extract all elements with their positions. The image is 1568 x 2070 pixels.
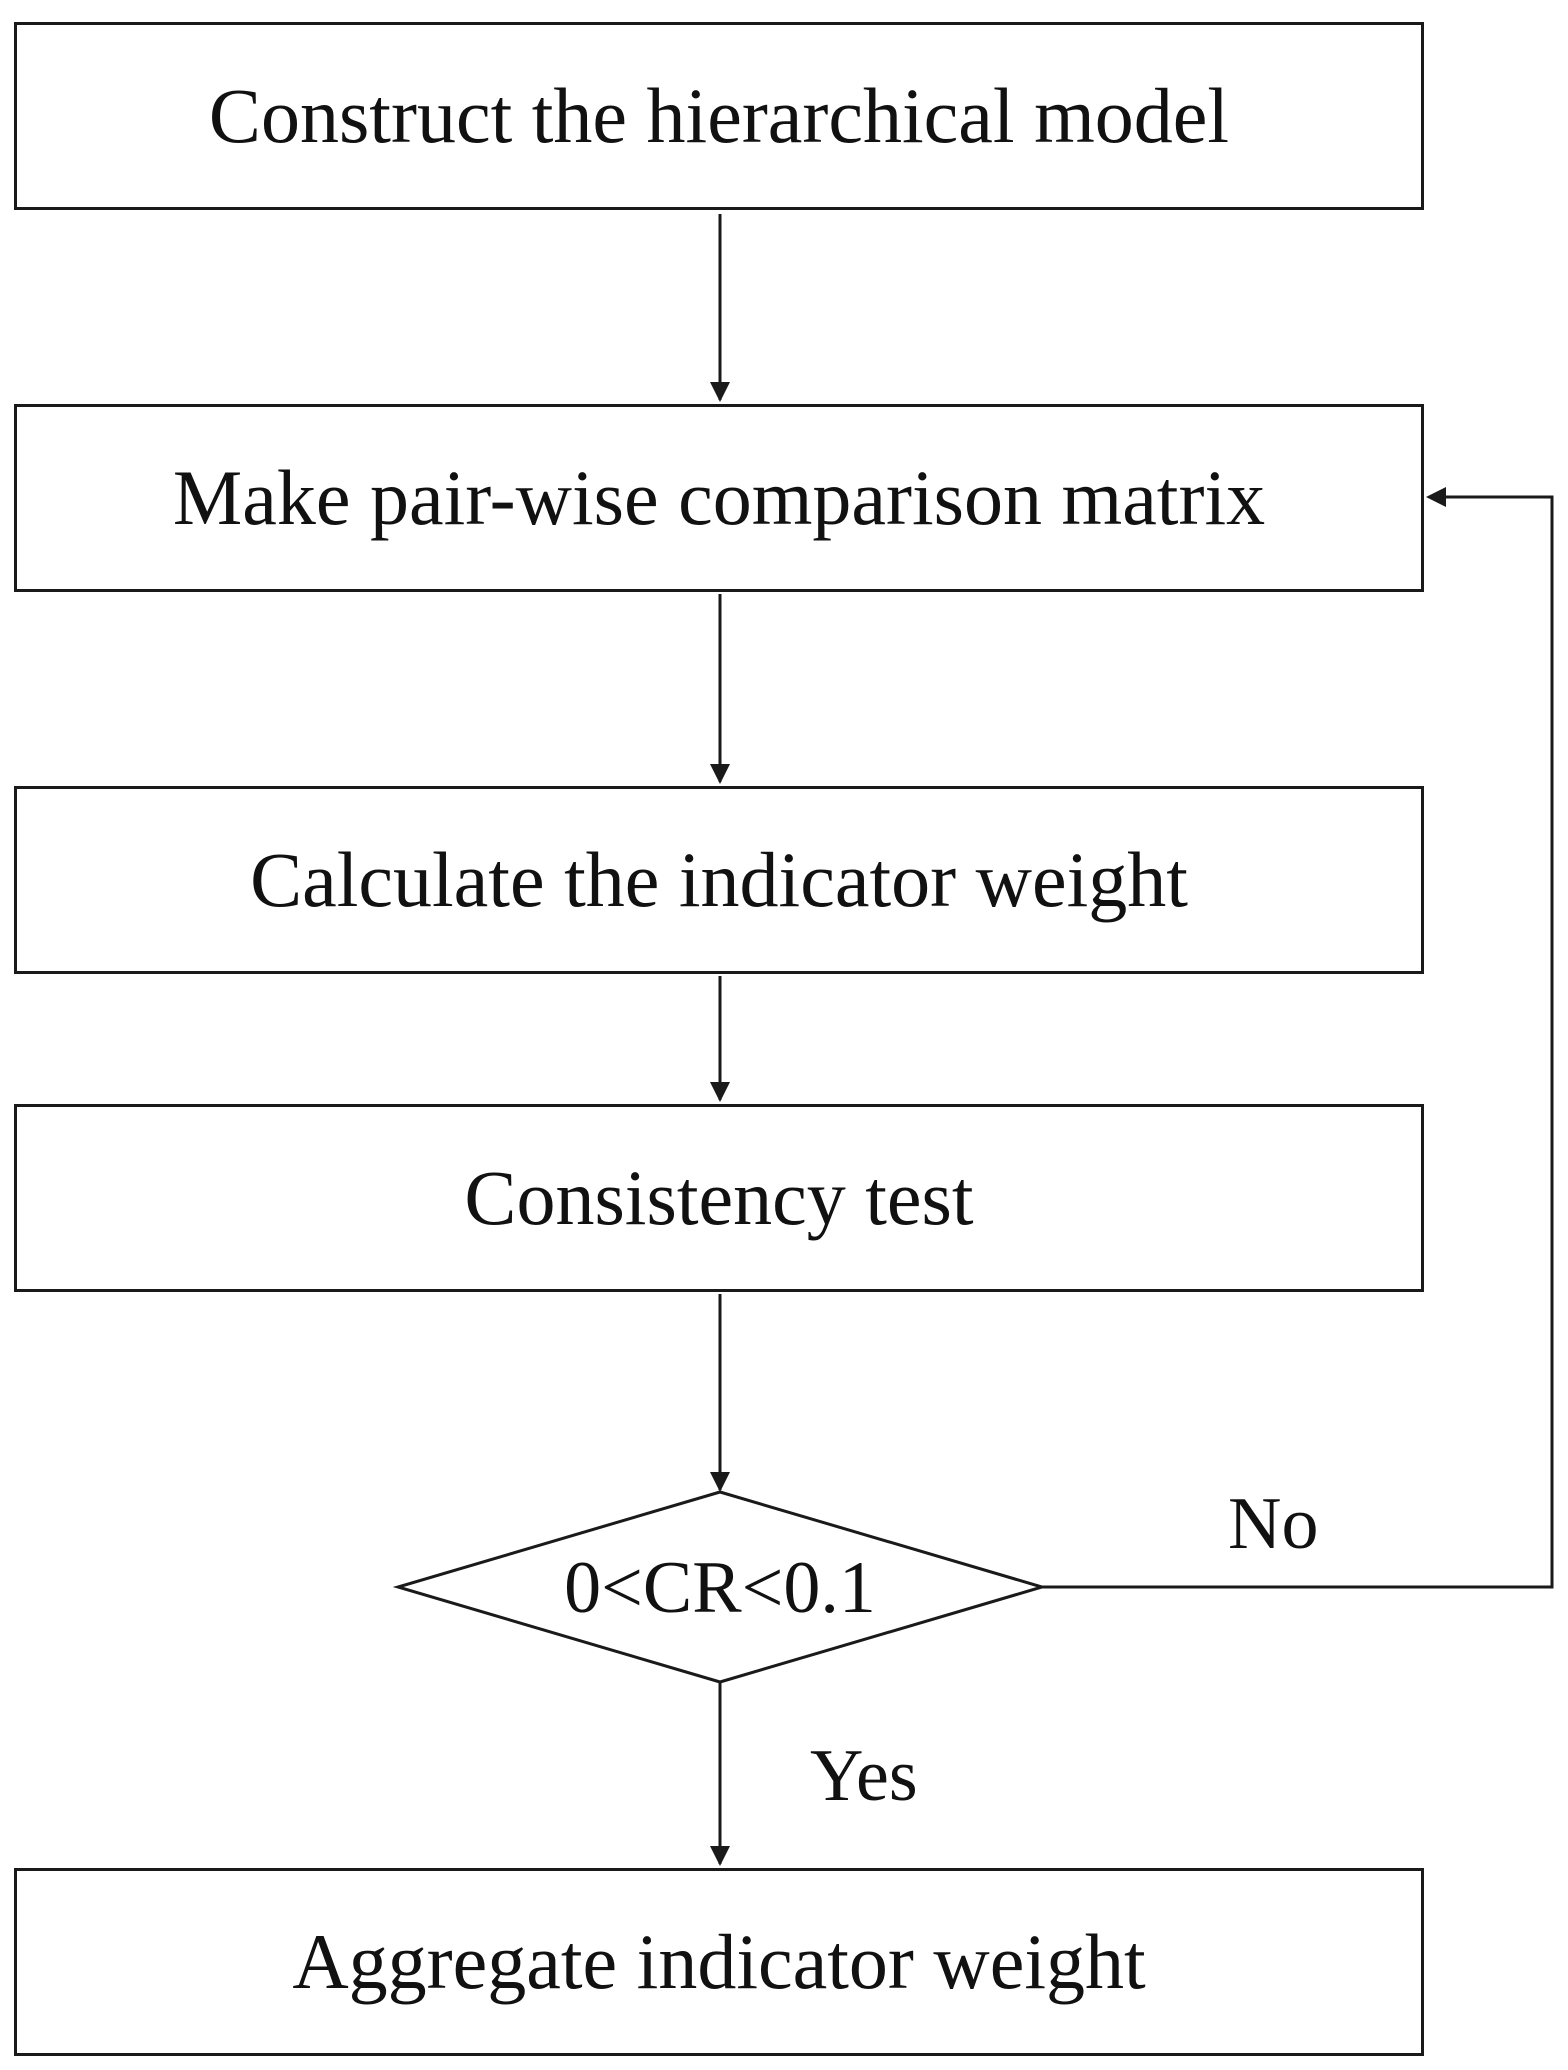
step-consistency-test-label: Consistency test <box>464 1154 974 1241</box>
arrowhead-4 <box>710 1472 730 1492</box>
step-construct-model: Construct the hierarchical model <box>14 22 1424 210</box>
yes-label: Yes <box>810 1735 918 1817</box>
step-pairwise-matrix-label: Make pair-wise comparison matrix <box>172 454 1266 541</box>
arrowhead-3 <box>710 1082 730 1102</box>
no-label: No <box>1228 1483 1318 1565</box>
step-aggregate-weight-label: Aggregate indicator weight <box>292 1918 1146 2005</box>
arrowhead-5 <box>710 1846 730 1866</box>
arrowhead-6 <box>1426 487 1446 507</box>
decision-condition: 0<CR<0.1 <box>564 1547 876 1629</box>
step-consistency-test: Consistency test <box>14 1104 1424 1292</box>
arrowhead-1 <box>710 382 730 402</box>
step-calculate-weight: Calculate the indicator weight <box>14 786 1424 974</box>
step-construct-model-label: Construct the hierarchical model <box>208 72 1230 159</box>
step-calculate-weight-label: Calculate the indicator weight <box>250 836 1188 923</box>
arrowhead-2 <box>710 764 730 784</box>
arrow-decision-no-loop <box>1042 495 1554 1589</box>
step-aggregate-weight: Aggregate indicator weight <box>14 1868 1424 2056</box>
step-pairwise-matrix: Make pair-wise comparison matrix <box>14 404 1424 592</box>
